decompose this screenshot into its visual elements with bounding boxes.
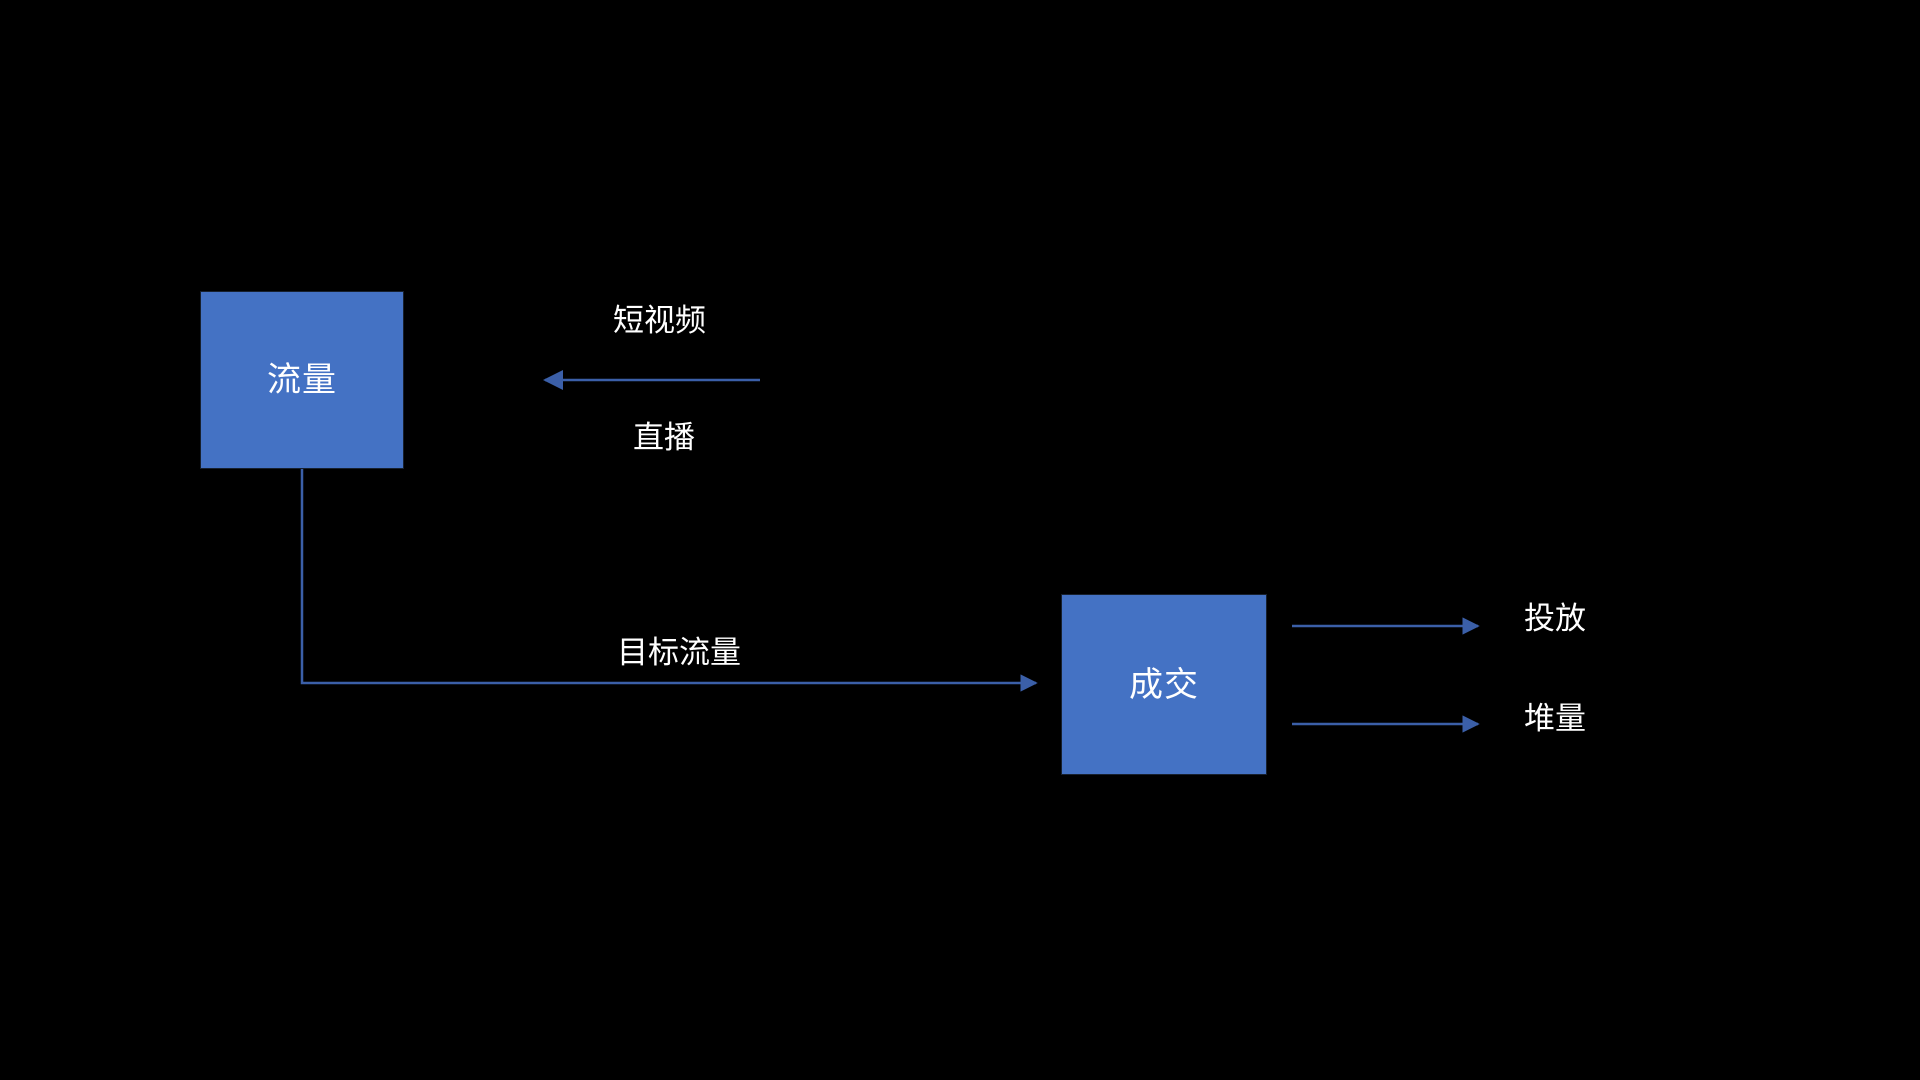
edge-label-live-stream: 直播 [633,420,695,455]
node-deal[interactable]: 成交 [1061,594,1267,775]
outcome-label-volume: 堆量 [1524,701,1586,736]
node-traffic[interactable]: 流量 [200,291,404,469]
connector-traffic-to-deal [300,469,1038,692]
node-deal-label: 成交 [1129,665,1199,704]
outcome-label-placement: 投放 [1524,601,1586,636]
edge-label-target-traffic: 目标流量 [617,635,741,670]
edge-label-short-video: 短视频 [613,303,706,338]
node-traffic-label: 流量 [267,361,337,399]
